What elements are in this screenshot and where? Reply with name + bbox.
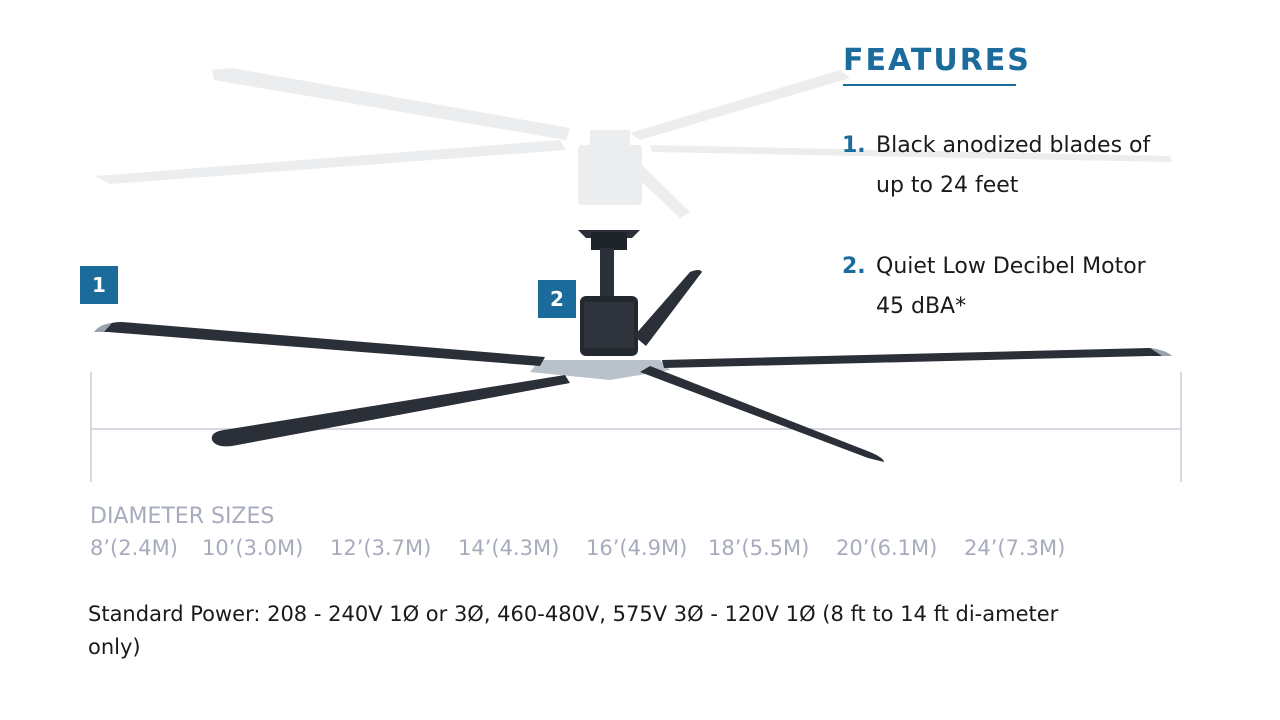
features-title: FEATURES xyxy=(843,43,1031,78)
standard-power-spec: Standard Power: 208 - 240V 1Ø or 3Ø, 460… xyxy=(88,602,1059,659)
diameter-sizes-title: DIAMETER SIZES xyxy=(90,504,275,529)
ghost-fan xyxy=(95,68,1172,218)
feature-item-2: 2. Quiet Low Decibel Motor 45 dBA* xyxy=(842,247,1182,327)
features-underline xyxy=(843,84,1016,86)
diameter-size: 24’(7.3M) xyxy=(964,536,1066,560)
feature-number-1: 1. xyxy=(842,133,866,158)
callout-badge-motor: 2 xyxy=(538,280,576,318)
feature-text-line: Quiet Low Decibel Motor xyxy=(876,254,1146,279)
feature-number-2: 2. xyxy=(842,254,866,279)
diameter-size: 18’(5.5M) xyxy=(708,536,810,560)
diameter-size: 8’(2.4M) xyxy=(90,536,178,560)
diameter-size: 16’(4.9M) xyxy=(586,536,688,560)
feature-text-line: Black anodized blades of xyxy=(876,133,1151,158)
diameter-size: 14’(4.3M) xyxy=(458,536,560,560)
callout-badge-blades: 1 xyxy=(80,266,118,304)
feature-text-line: up to 24 feet xyxy=(876,173,1019,198)
feature-text-line: 45 dBA* xyxy=(876,294,967,319)
feature-item-1: 1. Black anodized blades of up to 24 fee… xyxy=(842,126,1182,206)
diameter-size: 10’(3.0M) xyxy=(202,536,304,560)
diameter-size: 20’(6.1M) xyxy=(836,536,938,560)
main-fan xyxy=(94,230,1172,462)
diameter-size: 12’(3.7M) xyxy=(330,536,432,560)
